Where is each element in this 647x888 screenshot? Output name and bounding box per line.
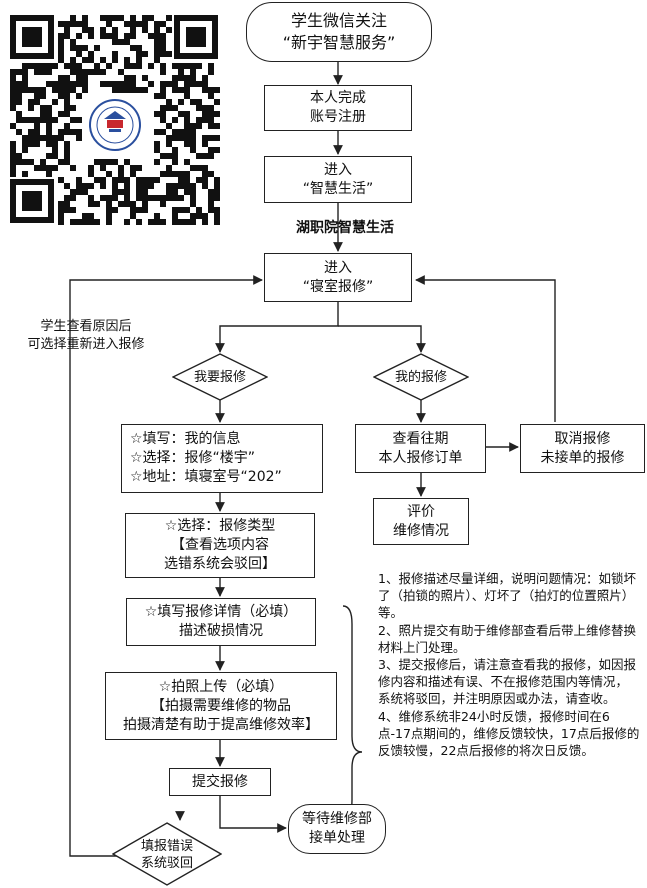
loop-note-line2: 可选择重新进入报修 (27, 337, 145, 352)
enter-dorm-repair-box: 进入 “寝室报修” (264, 253, 412, 302)
enter-life-line1: 进入 (324, 161, 352, 178)
fill-info-line3: ☆地址：填寝室号“202” (130, 469, 282, 485)
start-line2: “新宇智慧服务” (282, 33, 396, 52)
reject-label: 填报错误 系统驳回 (112, 838, 222, 872)
note-2: 2、照片提交有助于维修部查看后带上维修替换材料上门处理。 (378, 622, 636, 655)
enter-repair-line2: “寝室报修” (302, 278, 374, 295)
choose-type-box: ☆选择：报修类型 【查看选项内容 选错系统会驳回】 (125, 513, 315, 578)
start-follow-wechat: 学生微信关注 “新宇智慧服务” (246, 2, 432, 62)
qr-code (10, 15, 220, 225)
start-line1: 学生微信关注 (290, 11, 387, 30)
qr-finder-top-left (10, 15, 54, 59)
qr-finder-bottom-left (10, 179, 54, 223)
details-line1: ☆填写报修详情（必填） (144, 604, 298, 620)
photo-line1: ☆拍照上传（必填） (158, 678, 284, 695)
fill-info-line2: ☆选择：报修“楼宇” (130, 450, 256, 466)
enter-repair-line1: 进入 (324, 259, 352, 276)
cancel-line2: 未接单的报修 (540, 449, 625, 466)
evaluate-box: 评价 维修情况 (373, 498, 469, 545)
choose-type-line2: 【查看选项内容 (171, 537, 269, 553)
note-3: 3、提交报修后，请注意查看我的报修，如因报修内容和描述有误、不在报修范围内等情况… (378, 657, 636, 707)
decision-my-repair-shape (172, 353, 268, 401)
note-4: 4、维修系统非24小时反馈，报修时间在6点-17点期间的，维修反馈较快，17点后… (378, 708, 640, 759)
photo-upload-box: ☆拍照上传（必填） 【拍摄需要维修的物品 拍摄清楚有助于提高维修效率】 (105, 672, 337, 740)
wait-line1: 等待维修部 (302, 811, 372, 827)
reject-line1: 填报错误 (140, 839, 193, 854)
loop-note-line1: 学生查看原因后 (40, 319, 132, 334)
repair-details-box: ☆填写报修详情（必填） 描述破损情况 (126, 598, 316, 646)
register-account-box: 本人完成 账号注册 (264, 85, 412, 131)
wait-dispatch-terminal: 等待维修部 接单处理 (288, 804, 386, 854)
view-orders-line2: 本人报修订单 (378, 449, 463, 466)
evaluate-line1: 评价 (407, 503, 435, 520)
submit-repair-box: 提交报修 (169, 768, 271, 796)
note-1: 1、报修描述尽量详细，说明问题情况：如锁坏了（拍锁的照片）、灯坏了（拍灯的位置照… (378, 571, 636, 621)
fill-info-box: ☆填写：我的信息 ☆选择：报修“楼宇” ☆地址：填寝室号“202” (121, 424, 323, 493)
repair-notes: 1、报修描述尽量详细，说明问题情况：如锁坏了（拍锁的照片）、灯坏了（拍灯的位置照… (378, 570, 640, 759)
view-orders-line1: 查看往期 (392, 430, 449, 447)
register-line2: 账号注册 (310, 109, 366, 125)
college-logo-icon (89, 99, 141, 151)
cancel-repair-box: 取消报修 未接单的报修 (520, 424, 645, 473)
submit-label: 提交报修 (192, 773, 248, 790)
register-line1: 本人完成 (310, 90, 366, 106)
choose-type-line3: 选错系统会驳回】 (164, 556, 276, 572)
qr-finder-top-right (174, 15, 218, 59)
qr-caption: 湖职院智慧生活 (296, 220, 394, 236)
wait-line2: 接单处理 (309, 830, 365, 846)
reject-line2: 系统驳回 (140, 856, 193, 871)
fill-info-line1: ☆填写：我的信息 (130, 431, 241, 447)
details-line2: 描述破损情况 (179, 623, 263, 639)
enter-life-line2: “智慧生活” (302, 180, 374, 197)
photo-line2: 【拍摄需要维修的物品 (151, 697, 291, 714)
cancel-line1: 取消报修 (554, 430, 611, 447)
evaluate-line2: 维修情况 (393, 522, 449, 539)
decision-reject-shape (112, 822, 222, 886)
loop-note: 学生查看原因后 可选择重新进入报修 (6, 318, 166, 354)
choose-type-line1: ☆选择：报修类型 (164, 518, 276, 534)
photo-line3: 拍摄清楚有助于提高维修效率】 (123, 716, 319, 733)
enter-smart-life-box: 进入 “智慧生活” (264, 156, 412, 203)
decision-mine-label: 我的报修 (394, 370, 447, 385)
decision-my-orders-shape (373, 353, 469, 401)
decision-repair-label: 我要报修 (193, 370, 246, 385)
view-past-orders-box: 查看往期 本人报修订单 (355, 424, 486, 473)
